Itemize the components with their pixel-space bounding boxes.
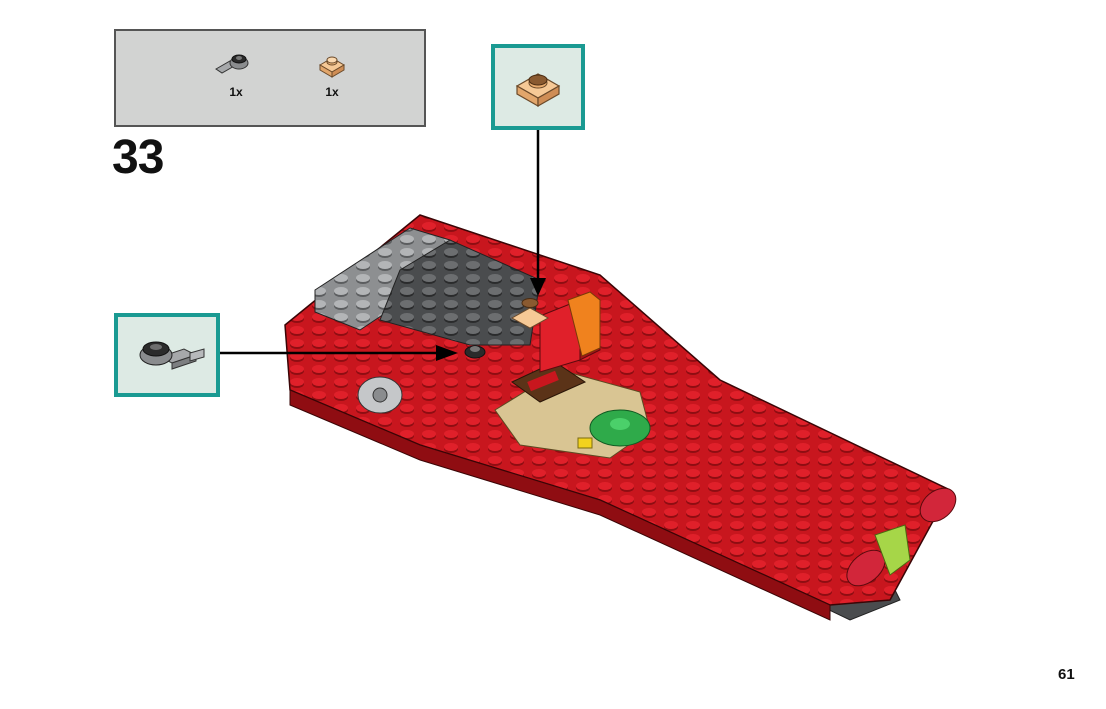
page-number: 61 xyxy=(1058,666,1075,683)
